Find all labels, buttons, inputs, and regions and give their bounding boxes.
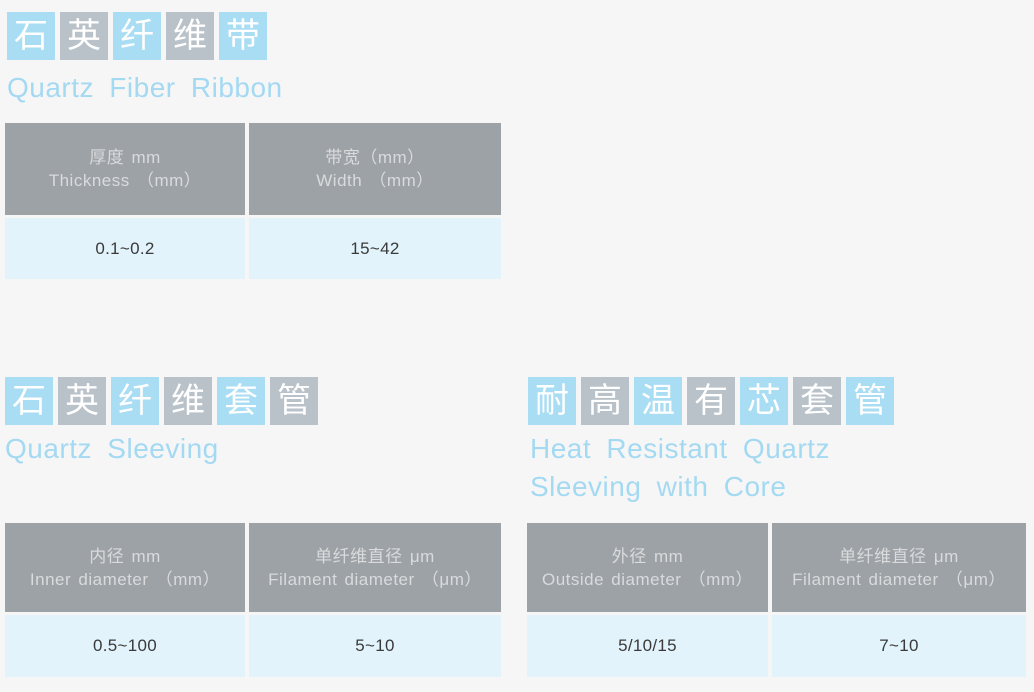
title-char-tile: 耐 xyxy=(528,377,576,425)
title-char-tile: 纤 xyxy=(111,377,159,425)
header-en: Width （mm） xyxy=(316,171,434,190)
title-char-tile: 维 xyxy=(166,12,214,60)
title-char-tile: 石 xyxy=(7,12,55,60)
table-column: 外径 mm Outside diameter （mm） 5/10/15 xyxy=(527,523,768,677)
title-char-tile: 管 xyxy=(846,377,894,425)
section-title-en-line: Heat Resistant Quartz xyxy=(530,433,830,464)
title-char-tile: 管 xyxy=(270,377,318,425)
section2-title-zh-tiles: 石 英 纤 维 套 管 xyxy=(5,377,318,425)
table-value-cell: 0.1~0.2 xyxy=(5,218,245,279)
title-char-tile: 带 xyxy=(219,12,267,60)
section1-title-en: Quartz Fiber Ribbon xyxy=(7,69,283,107)
title-char-tile: 有 xyxy=(687,377,735,425)
title-char-tile: 维 xyxy=(164,377,212,425)
section-title-en-line: Quartz Fiber Ribbon xyxy=(7,72,283,103)
table-header-cell: 单纤维直径 μm Filament diameter （μm） xyxy=(772,523,1026,612)
table-value-cell: 7~10 xyxy=(772,615,1026,677)
title-char-tile: 套 xyxy=(217,377,265,425)
section-title-en-line: Sleeving with Core xyxy=(530,471,787,502)
section3-title-en: Heat Resistant Quartz Sleeving with Core xyxy=(530,430,830,506)
table-column: 单纤维直径 μm Filament diameter （μm） 7~10 xyxy=(772,523,1026,677)
header-zh: 单纤维直径 μm xyxy=(315,546,435,566)
table-column: 带宽（mm） Width （mm） 15~42 xyxy=(249,123,501,279)
section3-spec-table: 外径 mm Outside diameter （mm） 5/10/15 单纤维直… xyxy=(527,523,1026,677)
table-header-cell: 外径 mm Outside diameter （mm） xyxy=(527,523,768,612)
section2-spec-table: 内径 mm Inner diameter （mm） 0.5~100 单纤维直径 … xyxy=(5,523,501,677)
title-char-tile: 纤 xyxy=(113,12,161,60)
table-header-cell: 带宽（mm） Width （mm） xyxy=(249,123,501,215)
header-zh: 内径 mm xyxy=(89,546,161,566)
title-char-tile: 石 xyxy=(5,377,53,425)
table-header-cell: 单纤维直径 μm Filament diameter （μm） xyxy=(249,523,501,612)
header-zh: 外径 mm xyxy=(611,546,684,566)
title-char-tile: 高 xyxy=(581,377,629,425)
table-header-cell: 内径 mm Inner diameter （mm） xyxy=(5,523,245,612)
section1-spec-table: 厚度 mm Thickness （mm） 0.1~0.2 带宽（mm） Widt… xyxy=(5,123,501,279)
section-title-en-line: Quartz Sleeving xyxy=(5,433,219,464)
table-value-cell: 15~42 xyxy=(249,218,501,279)
table-value-cell: 5~10 xyxy=(249,615,501,677)
title-char-tile: 温 xyxy=(634,377,682,425)
table-header-cell: 厚度 mm Thickness （mm） xyxy=(5,123,245,215)
table-column: 单纤维直径 μm Filament diameter （μm） 5~10 xyxy=(249,523,501,677)
section2-title-en: Quartz Sleeving xyxy=(5,430,219,468)
title-char-tile: 套 xyxy=(793,377,841,425)
title-char-tile: 芯 xyxy=(740,377,788,425)
table-column: 内径 mm Inner diameter （mm） 0.5~100 xyxy=(5,523,245,677)
header-en: Thickness （mm） xyxy=(48,171,202,190)
table-value-cell: 0.5~100 xyxy=(5,615,245,677)
header-zh: 单纤维直径 μm xyxy=(839,546,959,566)
header-en: Filament diameter （μm） xyxy=(792,569,1006,589)
header-en: Filament diameter （μm） xyxy=(268,569,482,589)
table-column: 厚度 mm Thickness （mm） 0.1~0.2 xyxy=(5,123,245,279)
section3-title-zh-tiles: 耐 高 温 有 芯 套 管 xyxy=(528,377,894,425)
header-en: Outside diameter （mm） xyxy=(542,569,753,589)
header-en: Inner diameter （mm） xyxy=(29,569,221,589)
title-char-tile: 英 xyxy=(58,377,106,425)
title-char-tile: 英 xyxy=(60,12,108,60)
section1-title-zh-tiles: 石 英 纤 维 带 xyxy=(7,12,267,60)
header-zh: 带宽（mm） xyxy=(325,148,425,167)
table-value-cell: 5/10/15 xyxy=(527,615,768,677)
header-zh: 厚度 mm xyxy=(89,148,161,167)
